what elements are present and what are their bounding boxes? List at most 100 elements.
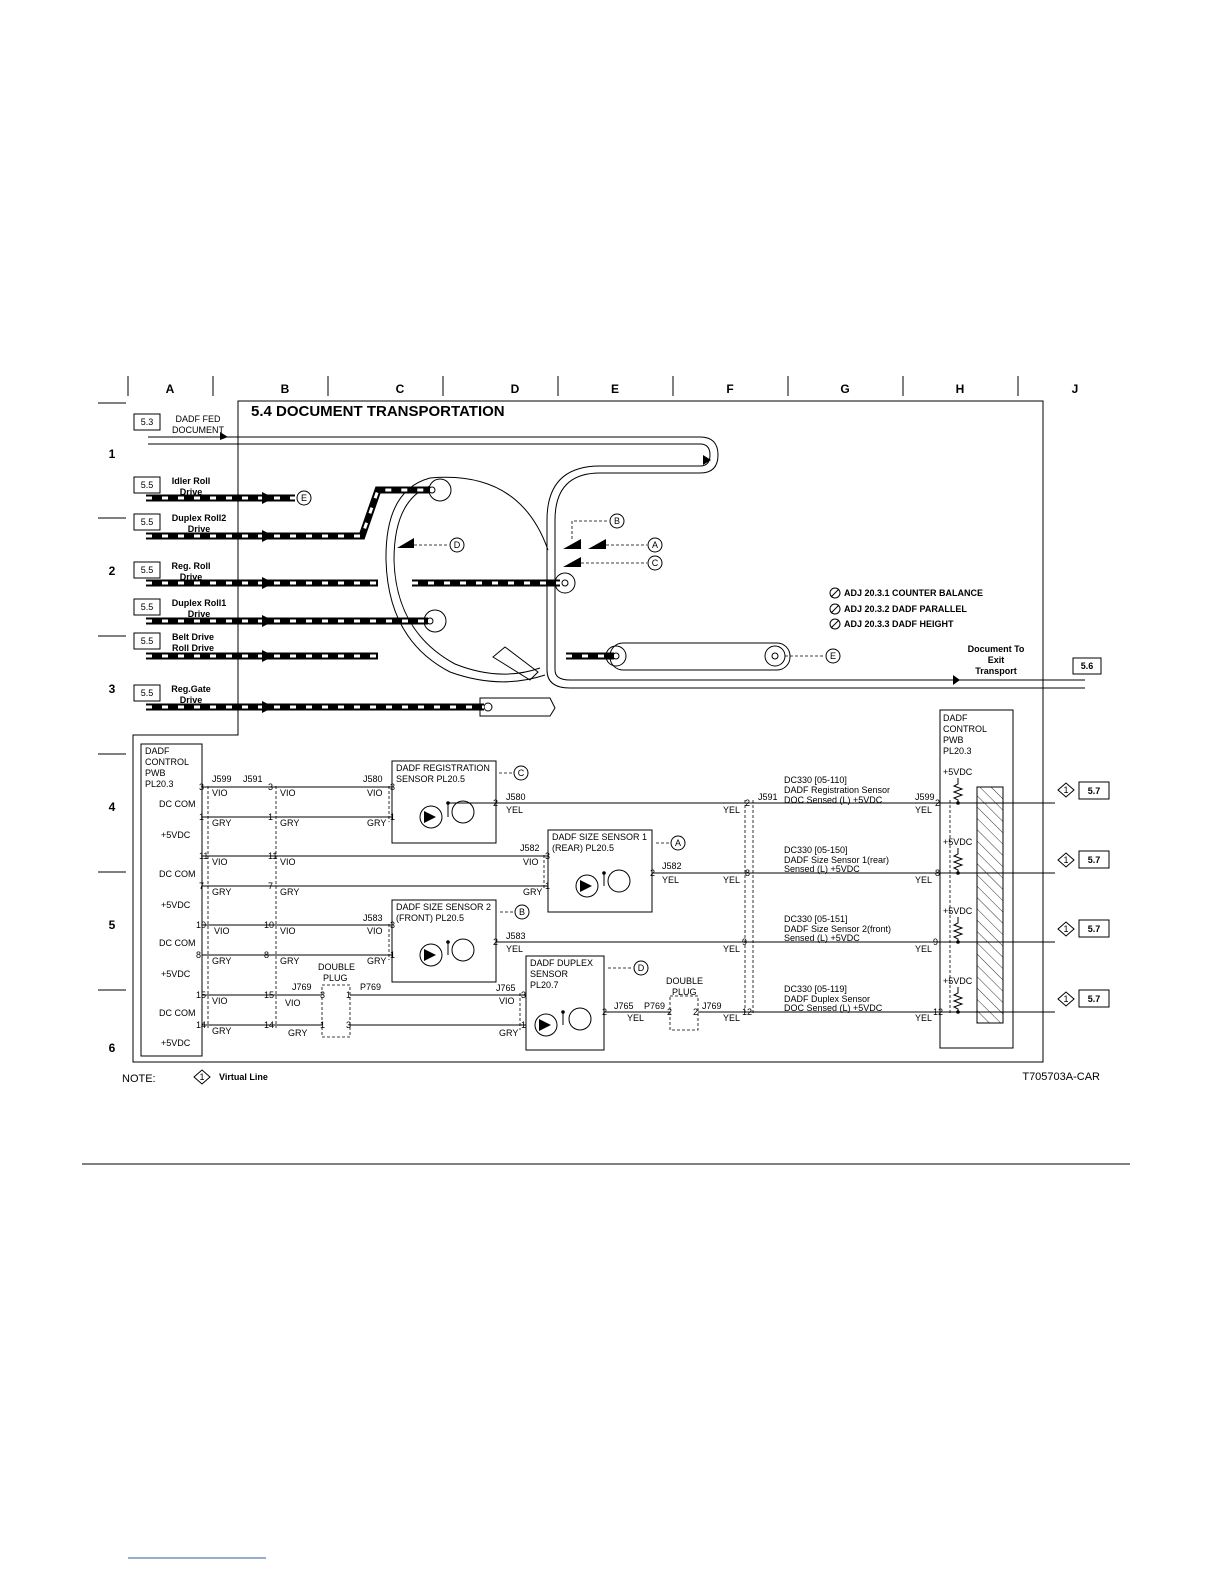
- wire-color: VIO: [499, 996, 515, 1006]
- ref-number: 5.5: [141, 517, 154, 527]
- drive-label: DADF FED: [176, 414, 222, 424]
- row-label: 5: [109, 918, 116, 932]
- vdc-label: +5VDC: [943, 976, 973, 986]
- wire-color: YEL: [723, 1013, 740, 1023]
- pwb-label: DADF: [943, 713, 968, 723]
- wire-color: YEL: [506, 944, 523, 954]
- ref-box: [133, 413, 161, 431]
- paper-path: [148, 432, 1085, 717]
- pin-label: 15: [196, 990, 206, 1000]
- vdc-label: +5VDC: [161, 969, 191, 979]
- callout-label: B: [614, 516, 620, 526]
- pin-label: 2: [745, 798, 750, 808]
- column-label: B: [281, 382, 290, 396]
- drive-label: Duplex Roll2: [172, 513, 227, 523]
- adjustment-label: ADJ 20.3.3 DADF HEIGHT: [844, 619, 954, 629]
- signal-text: DADF Size Sensor 1(rear): [784, 855, 889, 865]
- wire-color: GRY: [523, 887, 542, 897]
- drive-label: Belt Drive: [172, 632, 214, 642]
- adjustment-label: ADJ 20.3.2 DADF PARALLEL: [844, 604, 967, 614]
- pin-label: 1: [390, 812, 395, 822]
- pin-label: 9: [933, 937, 938, 947]
- pin-label: 2: [602, 1007, 607, 1017]
- vdc-label: +5VDC: [161, 900, 191, 910]
- pin-label: 11: [199, 851, 208, 861]
- pwb-label: PWB: [145, 768, 166, 778]
- callout-label: A: [652, 540, 658, 550]
- connector-label: J599: [915, 792, 935, 802]
- pin-label: 2: [667, 1007, 672, 1017]
- wire-color: VIO: [367, 788, 383, 798]
- dc-com-label: DC COM: [159, 799, 196, 809]
- ref-number: 5.5: [141, 565, 154, 575]
- wire-color: GRY: [367, 956, 386, 966]
- column-label: H: [956, 382, 965, 396]
- ref-number: 5.7: [1088, 786, 1101, 796]
- wire-color: YEL: [627, 1013, 644, 1023]
- callout-label: C: [652, 558, 659, 568]
- signal-text: Sensed (L) +5VDC: [784, 933, 860, 943]
- connector-label: J580: [506, 792, 526, 802]
- wire-color: VIO: [212, 788, 228, 798]
- virtual-line-number: 1: [1063, 994, 1068, 1004]
- pin-label: 8: [196, 950, 201, 960]
- wire-color: YEL: [662, 875, 679, 885]
- callout-label: B: [519, 907, 525, 917]
- row-label: 3: [109, 682, 116, 696]
- connector-label: J765: [496, 983, 516, 993]
- signal-text: DOC Sensed (L) +5VDC: [784, 1003, 883, 1013]
- pwb-label: PWB: [943, 735, 964, 745]
- pin-label: 3: [390, 782, 395, 792]
- connector-label: J582: [662, 861, 682, 871]
- wire-color: VIO: [214, 926, 230, 936]
- column-label: J: [1072, 382, 1079, 396]
- pin-label: 9: [742, 937, 747, 947]
- signal-text: DADF Size Sensor 2(front): [784, 924, 891, 934]
- wire-color: YEL: [506, 805, 523, 815]
- ref-number: 5.3: [141, 417, 154, 427]
- connector-label: J591: [243, 774, 263, 784]
- wire-color: GRY: [499, 1028, 518, 1038]
- dc-com-label: DC COM: [159, 869, 196, 879]
- column-label: D: [511, 382, 520, 396]
- ref-box: [133, 598, 161, 616]
- drive-label: Duplex Roll1: [172, 598, 227, 608]
- wire-color: GRY: [212, 956, 231, 966]
- pin-label: 3: [521, 990, 526, 1000]
- drive-references: 5.3 DADF FED DOCUMENT 5.5 Idler Roll Dri…: [133, 413, 227, 705]
- pin-label: 1: [390, 950, 395, 960]
- exit-transport: Document To Exit Transport 5.6: [968, 644, 1102, 676]
- pin-label: 3: [320, 990, 325, 1000]
- figure-id: T705703A-CAR: [1022, 1071, 1100, 1083]
- pwb-label: PL20.3: [943, 746, 972, 756]
- callout-label: D: [454, 540, 461, 550]
- sensor-name: DADF REGISTRATION: [396, 763, 490, 773]
- ref-box: [133, 632, 161, 650]
- ref-number: 5.5: [141, 688, 154, 698]
- pin-label: 14: [196, 1020, 206, 1030]
- drive-label: Reg.Gate: [171, 684, 211, 694]
- sensor-size-1: DADF SIZE SENSOR 1 (REAR) PL20.5 A: [547, 829, 686, 913]
- column-label: C: [396, 382, 405, 396]
- wire-color: GRY: [288, 1028, 307, 1038]
- row-label: 4: [109, 800, 116, 814]
- column-header: A B C D E F G H J: [127, 376, 1079, 396]
- connector-label: J769: [702, 1001, 722, 1011]
- pin-label: 1: [268, 812, 273, 822]
- drive-label: Reg. Roll: [171, 561, 210, 571]
- virtual-line-number: 1: [1063, 855, 1068, 865]
- sensor-size-2: DADF SIZE SENSOR 2 (FRONT) PL20.5 B: [391, 899, 530, 983]
- wire-color: VIO: [285, 998, 301, 1008]
- wire-color: GRY: [280, 887, 299, 897]
- diagram-frame: [132, 400, 1044, 1063]
- signal-text: DADF Duplex Sensor: [784, 994, 870, 1004]
- connector-label: P769: [360, 982, 381, 992]
- drive-shafts: [146, 486, 614, 713]
- row-label: 1: [109, 447, 116, 461]
- callout-label: D: [638, 963, 645, 973]
- drive-label: Drive: [180, 487, 203, 497]
- double-plug-label: DOUBLE: [318, 962, 355, 972]
- drive-label: Idler Roll: [172, 476, 211, 486]
- exit-label: Document To: [968, 644, 1025, 654]
